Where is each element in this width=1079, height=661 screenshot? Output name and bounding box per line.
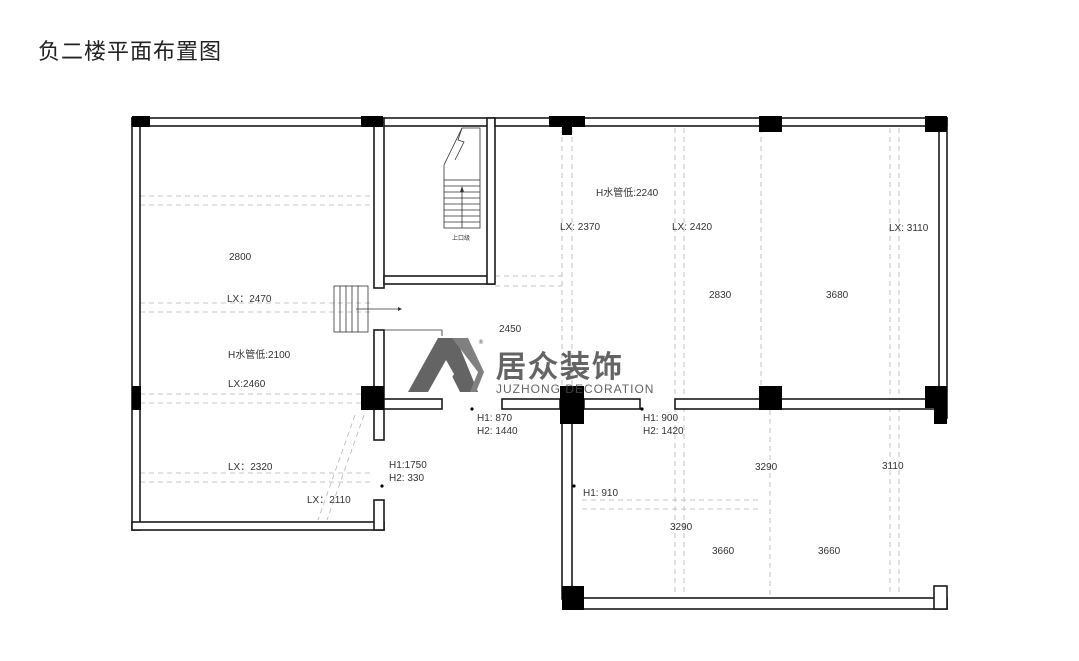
labels: 2800 LX：2470 H水管低:2100 LX:2460 LX：2320 L… <box>227 186 929 557</box>
logo-reg-mark: ® <box>478 339 484 346</box>
label-lx-2110: LX：2110 <box>307 495 351 506</box>
label-3660-left: 3660 <box>712 546 735 557</box>
label-2830: 2830 <box>709 290 732 301</box>
label-3660-right: 3660 <box>818 546 841 557</box>
label-3290-bottom: 3290 <box>670 522 693 533</box>
label-h1-1750: H1:1750 <box>389 460 427 471</box>
label-h1-870: H1: 870 <box>477 413 512 424</box>
columns <box>132 116 947 610</box>
label-h2-1420: H2: 1420 <box>643 426 684 437</box>
label-h1-900: H1: 900 <box>643 413 678 424</box>
measurement-points <box>380 407 644 488</box>
label-3680: 3680 <box>826 290 849 301</box>
label-3290-top: 3290 <box>755 462 778 473</box>
label-lx-2420: LX: 2420 <box>672 222 712 233</box>
label-2450: 2450 <box>499 324 522 335</box>
logo-name-en: JUZHONG DECORATION <box>496 382 654 396</box>
stair-lower <box>333 285 443 336</box>
label-h2-330: H2: 330 <box>389 473 424 484</box>
label-lx-2470: LX：2470 <box>227 294 272 305</box>
stair-upper: 上口级 <box>443 127 481 242</box>
label-h1-910: H1: 910 <box>583 488 618 499</box>
label-lx-2460: LX:2460 <box>228 379 266 390</box>
dashed-guides <box>140 128 900 595</box>
label-h-pipe-2100: H水管低:2100 <box>228 348 291 361</box>
label-lx-3110: LX: 3110 <box>889 223 929 234</box>
stair-label: 上口级 <box>452 234 470 242</box>
label-lx-2370: LX: 2370 <box>560 222 600 233</box>
label-lx-2320: LX：2320 <box>228 462 273 473</box>
label-2800: 2800 <box>229 252 252 263</box>
label-h2-1440: H2: 1440 <box>477 426 518 437</box>
label-h-pipe-2240: H水管低:2240 <box>596 186 659 199</box>
walls <box>131 117 948 610</box>
label-3110: 3110 <box>882 461 904 472</box>
logo-name-cn: 居众装饰 <box>496 350 624 385</box>
logo-mark-icon <box>408 338 478 392</box>
watermark-logo: ® 居众装饰 JUZHONG DECORATION <box>408 338 654 396</box>
page-title: 负二楼平面布置图 <box>38 40 223 65</box>
